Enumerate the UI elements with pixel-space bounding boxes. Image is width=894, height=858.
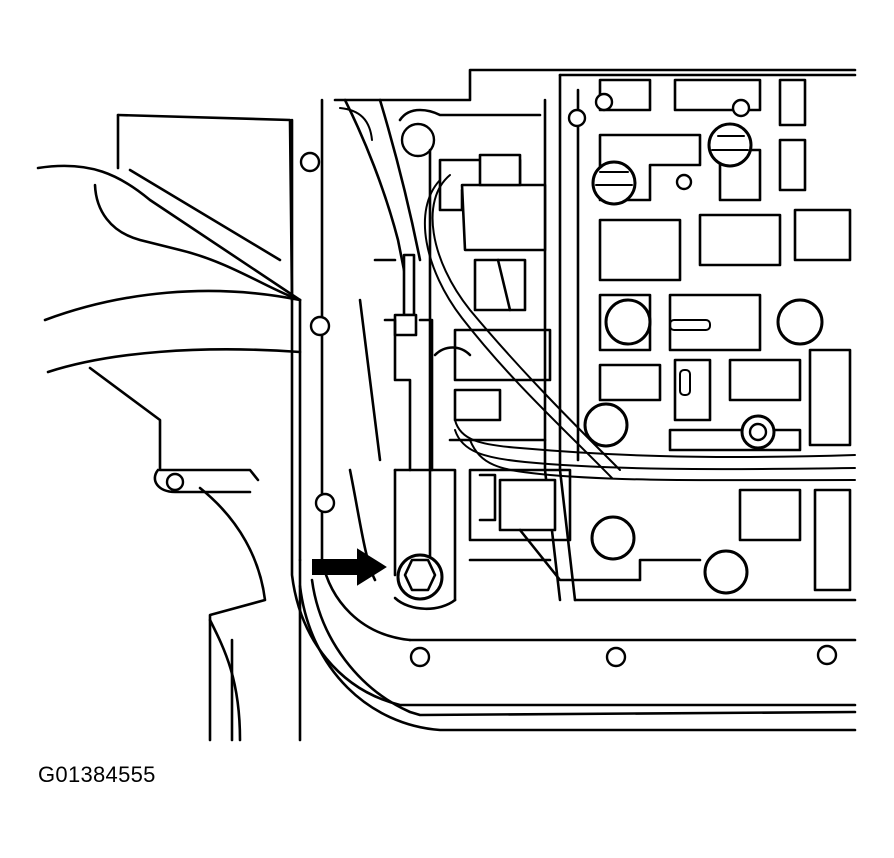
indicated-bolt (393, 553, 457, 611)
plate-hole (675, 173, 693, 191)
flange-bolt-hole (299, 151, 321, 173)
flange-bolt-hole (309, 315, 331, 337)
bolt-icon (776, 298, 824, 346)
plate-hole (567, 108, 587, 128)
pointer-arrow-icon (312, 548, 387, 586)
plate-hole (731, 98, 751, 118)
flange-bolt-hole (605, 646, 627, 668)
case-bolt-hole (165, 472, 185, 492)
bolt-icon (703, 549, 749, 595)
bolt-icon (707, 122, 753, 168)
bolt-icon (590, 515, 636, 561)
valve-body-plate (543, 73, 857, 602)
flange-bolt-hole (816, 644, 838, 666)
bolt-icon (604, 298, 652, 346)
figure-id-label: G01384555 (38, 762, 156, 787)
flange-bolt-hole (314, 492, 336, 514)
oil-pan-flange (290, 68, 857, 732)
solenoids-and-connectors (398, 108, 856, 582)
flange-bolt-hole (409, 646, 431, 668)
transmission-case-outline (36, 113, 302, 742)
plate-hole (594, 92, 614, 112)
bolt-icon (583, 402, 629, 448)
valve-body-bolts (583, 122, 824, 595)
bolt-icon (591, 160, 637, 206)
